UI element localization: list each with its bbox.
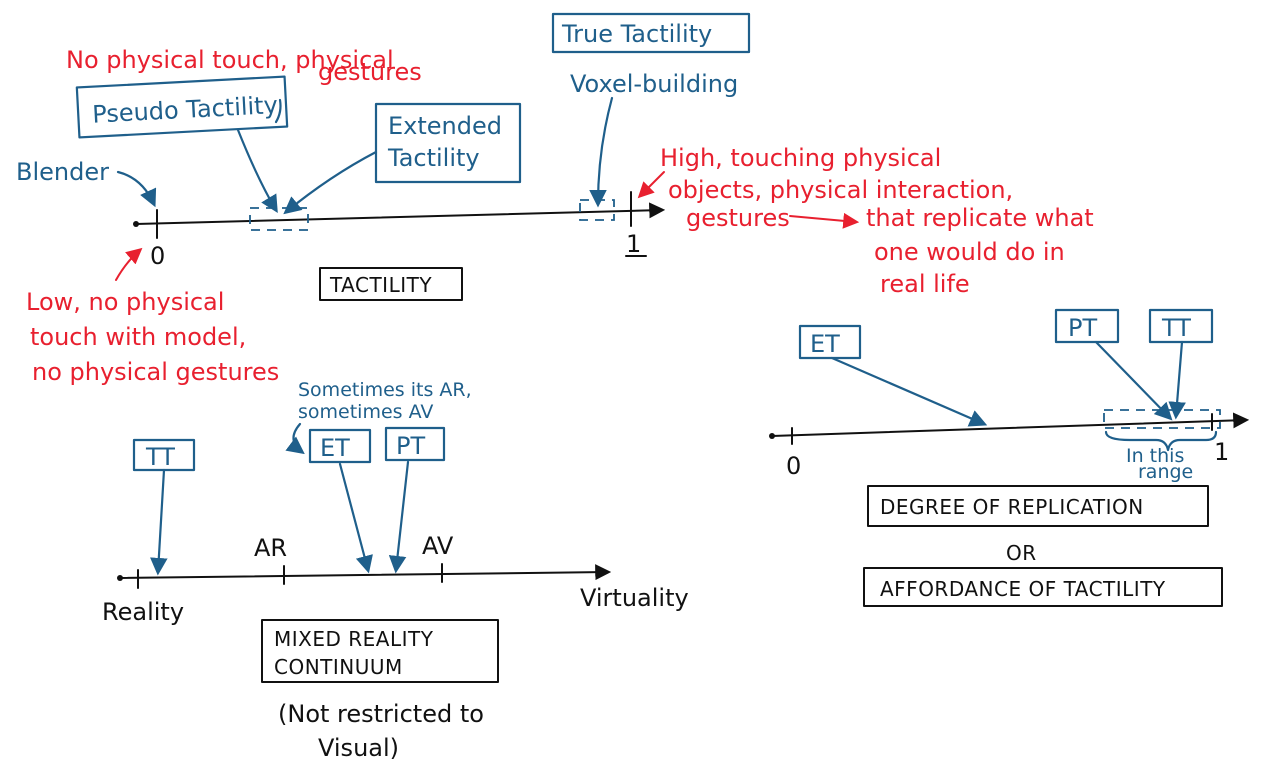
replicate-arrow — [789, 212, 860, 229]
rep-axis — [771, 412, 1250, 437]
mr-pt-label: PT — [396, 432, 425, 460]
tick-zero-label: 0 — [150, 242, 165, 270]
pseudo-extended-range — [249, 207, 309, 231]
true-tactility-label: True Tactility — [561, 20, 712, 48]
tactility-scale: No physical touch, physical gestures Pse… — [16, 12, 1094, 386]
mr-pt-box — [384, 426, 446, 462]
high-note-arrow — [637, 171, 665, 199]
rep-pt-label: PT — [1068, 314, 1097, 342]
voxel-arrow — [589, 96, 614, 208]
replication-scale: ET PT TT 0 1 In this range DEGREE OF REP… — [769, 308, 1250, 607]
pseudo-box-tail — [274, 98, 282, 124]
rep-title-box — [867, 485, 1209, 527]
high-note-line3: gestures — [686, 204, 790, 232]
tactility-axis — [135, 202, 666, 225]
mr-tt-arrow — [150, 468, 168, 576]
low-note-arrow — [115, 247, 143, 281]
or-label: OR — [1006, 541, 1037, 565]
rep-et-label: ET — [810, 330, 840, 358]
mr-subnote-line1: (Not restricted to — [278, 700, 484, 728]
sometimes-note-line2: sometimes AV — [298, 401, 433, 423]
low-note-line2: touch with model, — [30, 323, 246, 351]
tick-one-label: 1 — [626, 230, 641, 258]
high-note-line2: objects, physical interaction, — [668, 176, 1013, 204]
mr-title-line1: MIXED REALITY — [274, 627, 434, 651]
pseudo-tactility-label: Pseudo Tactility — [92, 91, 279, 129]
extended-arrow — [283, 150, 378, 215]
mr-axis — [119, 564, 612, 581]
reality-label: Reality — [102, 598, 184, 626]
mr-tt-label: TT — [145, 443, 175, 471]
av-label: AV — [422, 532, 454, 560]
true-tactility-box — [551, 12, 751, 54]
rep-range-brace — [1104, 430, 1218, 452]
sometimes-note-line1: Sometimes its AR, — [298, 379, 472, 401]
rep-pt-arrow — [1094, 340, 1173, 421]
rep-tt-label: TT — [1161, 314, 1191, 342]
ar-label: AR — [254, 534, 287, 562]
mr-pt-arrow — [388, 460, 410, 574]
range-note-line2: range — [1138, 461, 1193, 483]
high-note-line1: High, touching physical — [660, 144, 941, 172]
rep-tick-one-label: 1 — [1214, 438, 1229, 466]
extended-tactility-line1: Extended — [388, 112, 502, 140]
pseudo-arrow — [236, 128, 278, 214]
rep-range-box — [1103, 409, 1221, 429]
mixed-reality-continuum: Sometimes its AR, sometimes AV TT ET PT … — [102, 379, 689, 762]
mr-et-arrow — [338, 462, 373, 574]
replicate-note-line3: real life — [880, 270, 970, 298]
virtuality-label: Virtuality — [580, 584, 689, 612]
range-note-line1: In this — [1126, 445, 1184, 467]
low-note-line3: no physical gestures — [32, 358, 279, 386]
rep-et-arrow — [830, 356, 988, 427]
mr-subnote-line2: Visual) — [318, 734, 399, 762]
affordance-title-box — [863, 567, 1223, 607]
mr-title-line2: CONTINUUM — [274, 655, 403, 679]
affordance-title: AFFORDANCE OF TACTILITY — [880, 577, 1166, 601]
mr-et-label: ET — [320, 434, 350, 462]
sometimes-arrow — [285, 422, 305, 455]
blender-arrow — [116, 170, 157, 208]
voxel-building-label: Voxel-building — [570, 70, 738, 98]
no-touch-note-line1: No physical touch, physical — [66, 46, 394, 74]
rep-title: DEGREE OF REPLICATION — [880, 495, 1144, 519]
tactility-title-box — [319, 267, 463, 301]
tactility-axis-origin — [133, 221, 139, 227]
mr-et-box — [308, 428, 372, 464]
extended-tactility-line2: Tactility — [387, 144, 480, 172]
rep-axis-origin — [769, 433, 775, 439]
tactility-title: TACTILITY — [329, 273, 432, 297]
replicate-note-line1: that replicate what — [866, 204, 1094, 232]
rep-pt-box — [1054, 308, 1120, 344]
rep-tt-arrow — [1168, 340, 1186, 420]
mr-axis-origin — [117, 575, 123, 581]
blender-label: Blender — [16, 158, 109, 186]
rep-tick-zero-label: 0 — [786, 452, 801, 480]
no-touch-note-line2: gestures — [318, 58, 422, 86]
low-note-line1: Low, no physical — [26, 288, 224, 316]
replicate-note-line2: one would do in — [874, 238, 1065, 266]
rep-et-box — [798, 324, 862, 360]
pseudo-tactility-box — [75, 75, 289, 139]
extended-tactility-box — [374, 102, 522, 184]
mr-title-box — [261, 619, 499, 683]
